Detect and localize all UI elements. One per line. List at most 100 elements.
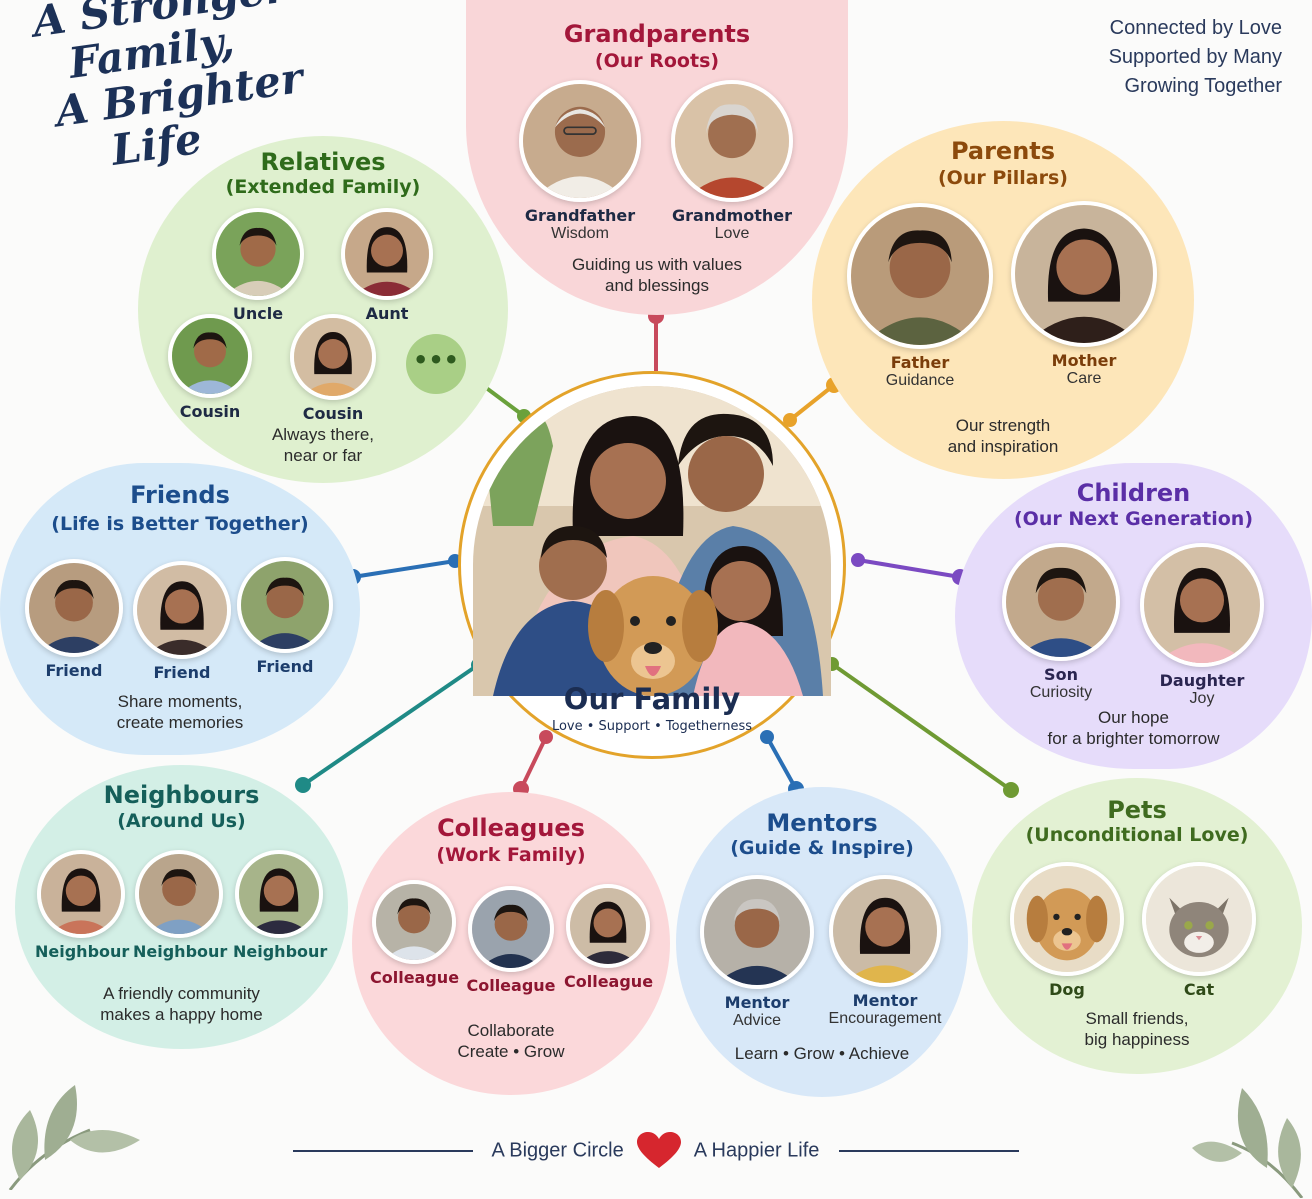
neighbours-note-line: A friendly community <box>103 984 260 1003</box>
uncle-card: Uncle <box>210 208 306 323</box>
heart-icon <box>637 1132 682 1168</box>
mentors-subtitle: (Guide & Inspire) <box>730 837 914 859</box>
uncle-label: Uncle <box>232 304 284 323</box>
mother-label: Mother <box>1051 351 1117 370</box>
uncle-photo <box>212 208 304 300</box>
relatives-note: Always there, near or far <box>138 424 508 466</box>
colleague-card: Colleague <box>466 886 556 995</box>
grandmother-trait: Love <box>714 225 750 242</box>
son-label: Son <box>1044 665 1078 684</box>
colleague-label: Colleague <box>564 972 654 991</box>
friends-title: Friends <box>130 481 230 509</box>
tagline-line: Growing Together <box>1124 75 1283 97</box>
mentors-note: Learn • Grow • Achieve <box>734 1044 910 1063</box>
footer-left-text: A Bigger Circle <box>491 1139 624 1162</box>
connector-friends <box>352 559 456 579</box>
son-photo <box>1002 543 1120 661</box>
colleagues-note: Collaborate Create • Grow <box>352 1020 670 1062</box>
our-family-title: Our Family <box>563 682 741 716</box>
colleague-photo <box>468 886 554 972</box>
neighbour-photo <box>235 850 323 938</box>
son-trait: Curiosity <box>1029 684 1093 701</box>
pets-circle: Pets (Unconditional Love) Dog Cat Small … <box>972 778 1302 1074</box>
parents-subtitle: (Our Pillars) <box>938 167 1068 189</box>
colleague-card: Colleague <box>564 884 654 991</box>
children-title: Children <box>1076 479 1191 507</box>
pets-note-line: Small friends, <box>1085 1009 1189 1028</box>
tagline-line: Supported by Many <box>1108 46 1282 68</box>
leaf-decoration-left <box>8 1085 140 1190</box>
grandfather-trait: Wisdom <box>551 225 609 242</box>
friends-circle: Friends (Life is Better Together) Friend… <box>0 463 360 755</box>
grandfather-card: Grandfather Wisdom <box>515 80 645 243</box>
mentor-card: Mentor Advice <box>696 875 818 1030</box>
mother-card: Mother Care <box>1010 201 1158 388</box>
grandparents-subtitle: (Our Roots) <box>594 50 720 72</box>
cat-label: Cat <box>1183 980 1215 999</box>
grandmother-card: Grandmother Love <box>667 80 797 243</box>
grandmother-label: Grandmother <box>671 206 793 225</box>
neighbours-title: Neighbours <box>103 781 260 809</box>
children-note: Our hope for a brighter tomorrow <box>955 707 1312 749</box>
colleagues-title: Colleagues <box>437 814 585 842</box>
friends-subtitle: (Life is Better Together) <box>51 513 309 535</box>
colleagues-circle: Colleagues (Work Family) Colleague Colle… <box>352 792 670 1095</box>
mentor-label: Mentor <box>724 993 790 1012</box>
mentor-trait: Advice <box>732 1012 782 1029</box>
dog-card: Dog <box>1008 862 1126 999</box>
connector-colleagues <box>519 736 548 790</box>
cat-photo <box>1142 862 1256 976</box>
dog-photo <box>1010 862 1124 976</box>
colleagues-subtitle: (Work Family) <box>436 844 586 866</box>
parents-note: Our strength and inspiration <box>812 415 1194 457</box>
mentor-trait: Encouragement <box>828 1010 942 1027</box>
neighbour-card: Neighbour <box>133 850 228 961</box>
mentor-label: Mentor <box>852 991 918 1010</box>
more-relatives-button[interactable]: ••• <box>406 334 466 394</box>
neighbour-label: Neighbour <box>133 942 228 961</box>
friend-label: Friend <box>256 657 314 676</box>
daughter-trait: Joy <box>1189 690 1215 707</box>
mother-photo <box>1011 201 1157 347</box>
colleagues-note-line: Create • Grow <box>457 1042 565 1061</box>
neighbours-note: A friendly community makes a happy home <box>15 983 348 1025</box>
cousin-card: Cousin <box>166 314 254 421</box>
cousin-label: Cousin <box>179 402 241 421</box>
relatives-title: Relatives <box>260 148 386 176</box>
our-family-center: Our Family Love • Support • Togetherness <box>458 371 846 759</box>
neighbours-subtitle: (Around Us) <box>117 810 246 832</box>
neighbours-circle: Neighbours (Around Us) Neighbour Neighbo… <box>15 765 348 1049</box>
parents-circle: Parents (Our Pillars) Father Guidance Mo… <box>812 121 1194 479</box>
children-circle: Children (Our Next Generation) Son Curio… <box>955 463 1312 769</box>
grandfather-label: Grandfather <box>524 206 636 225</box>
relatives-circle: Relatives (Extended Family) Uncle Aunt C… <box>138 136 508 483</box>
grandparents-note: Guiding us with values and blessings <box>466 254 848 296</box>
father-card: Father Guidance <box>845 203 995 390</box>
colleague-label: Colleague <box>370 968 460 987</box>
daughter-photo <box>1140 543 1264 667</box>
colleagues-note-line: Collaborate <box>467 1021 555 1040</box>
friend-label: Friend <box>153 663 211 682</box>
children-note-line: Our hope <box>1098 708 1169 727</box>
footer-right-text: A Happier Life <box>693 1139 820 1162</box>
mentor-photo <box>829 875 941 987</box>
pets-subtitle: (Unconditional Love) <box>1025 824 1249 846</box>
colleague-card: Colleague <box>370 880 460 987</box>
colleague-photo <box>566 884 650 968</box>
friends-note-line: create memories <box>116 713 244 732</box>
parents-title: Parents <box>950 137 1056 165</box>
son-card: Son Curiosity <box>999 543 1123 702</box>
friend-photo <box>237 557 333 653</box>
mother-trait: Care <box>1066 370 1102 387</box>
cousin-card: Cousin <box>288 314 378 423</box>
neighbour-label: Neighbour <box>233 942 328 961</box>
colleague-label: Colleague <box>466 976 556 995</box>
pets-title: Pets <box>1107 796 1167 824</box>
cat-card: Cat <box>1140 862 1258 999</box>
daughter-label: Daughter <box>1159 671 1245 690</box>
daughter-card: Daughter Joy <box>1138 543 1266 708</box>
relatives-note-line: near or far <box>283 446 363 465</box>
colleague-photo <box>372 880 456 964</box>
neighbour-photo <box>37 850 125 938</box>
friend-card: Friend <box>236 557 334 676</box>
